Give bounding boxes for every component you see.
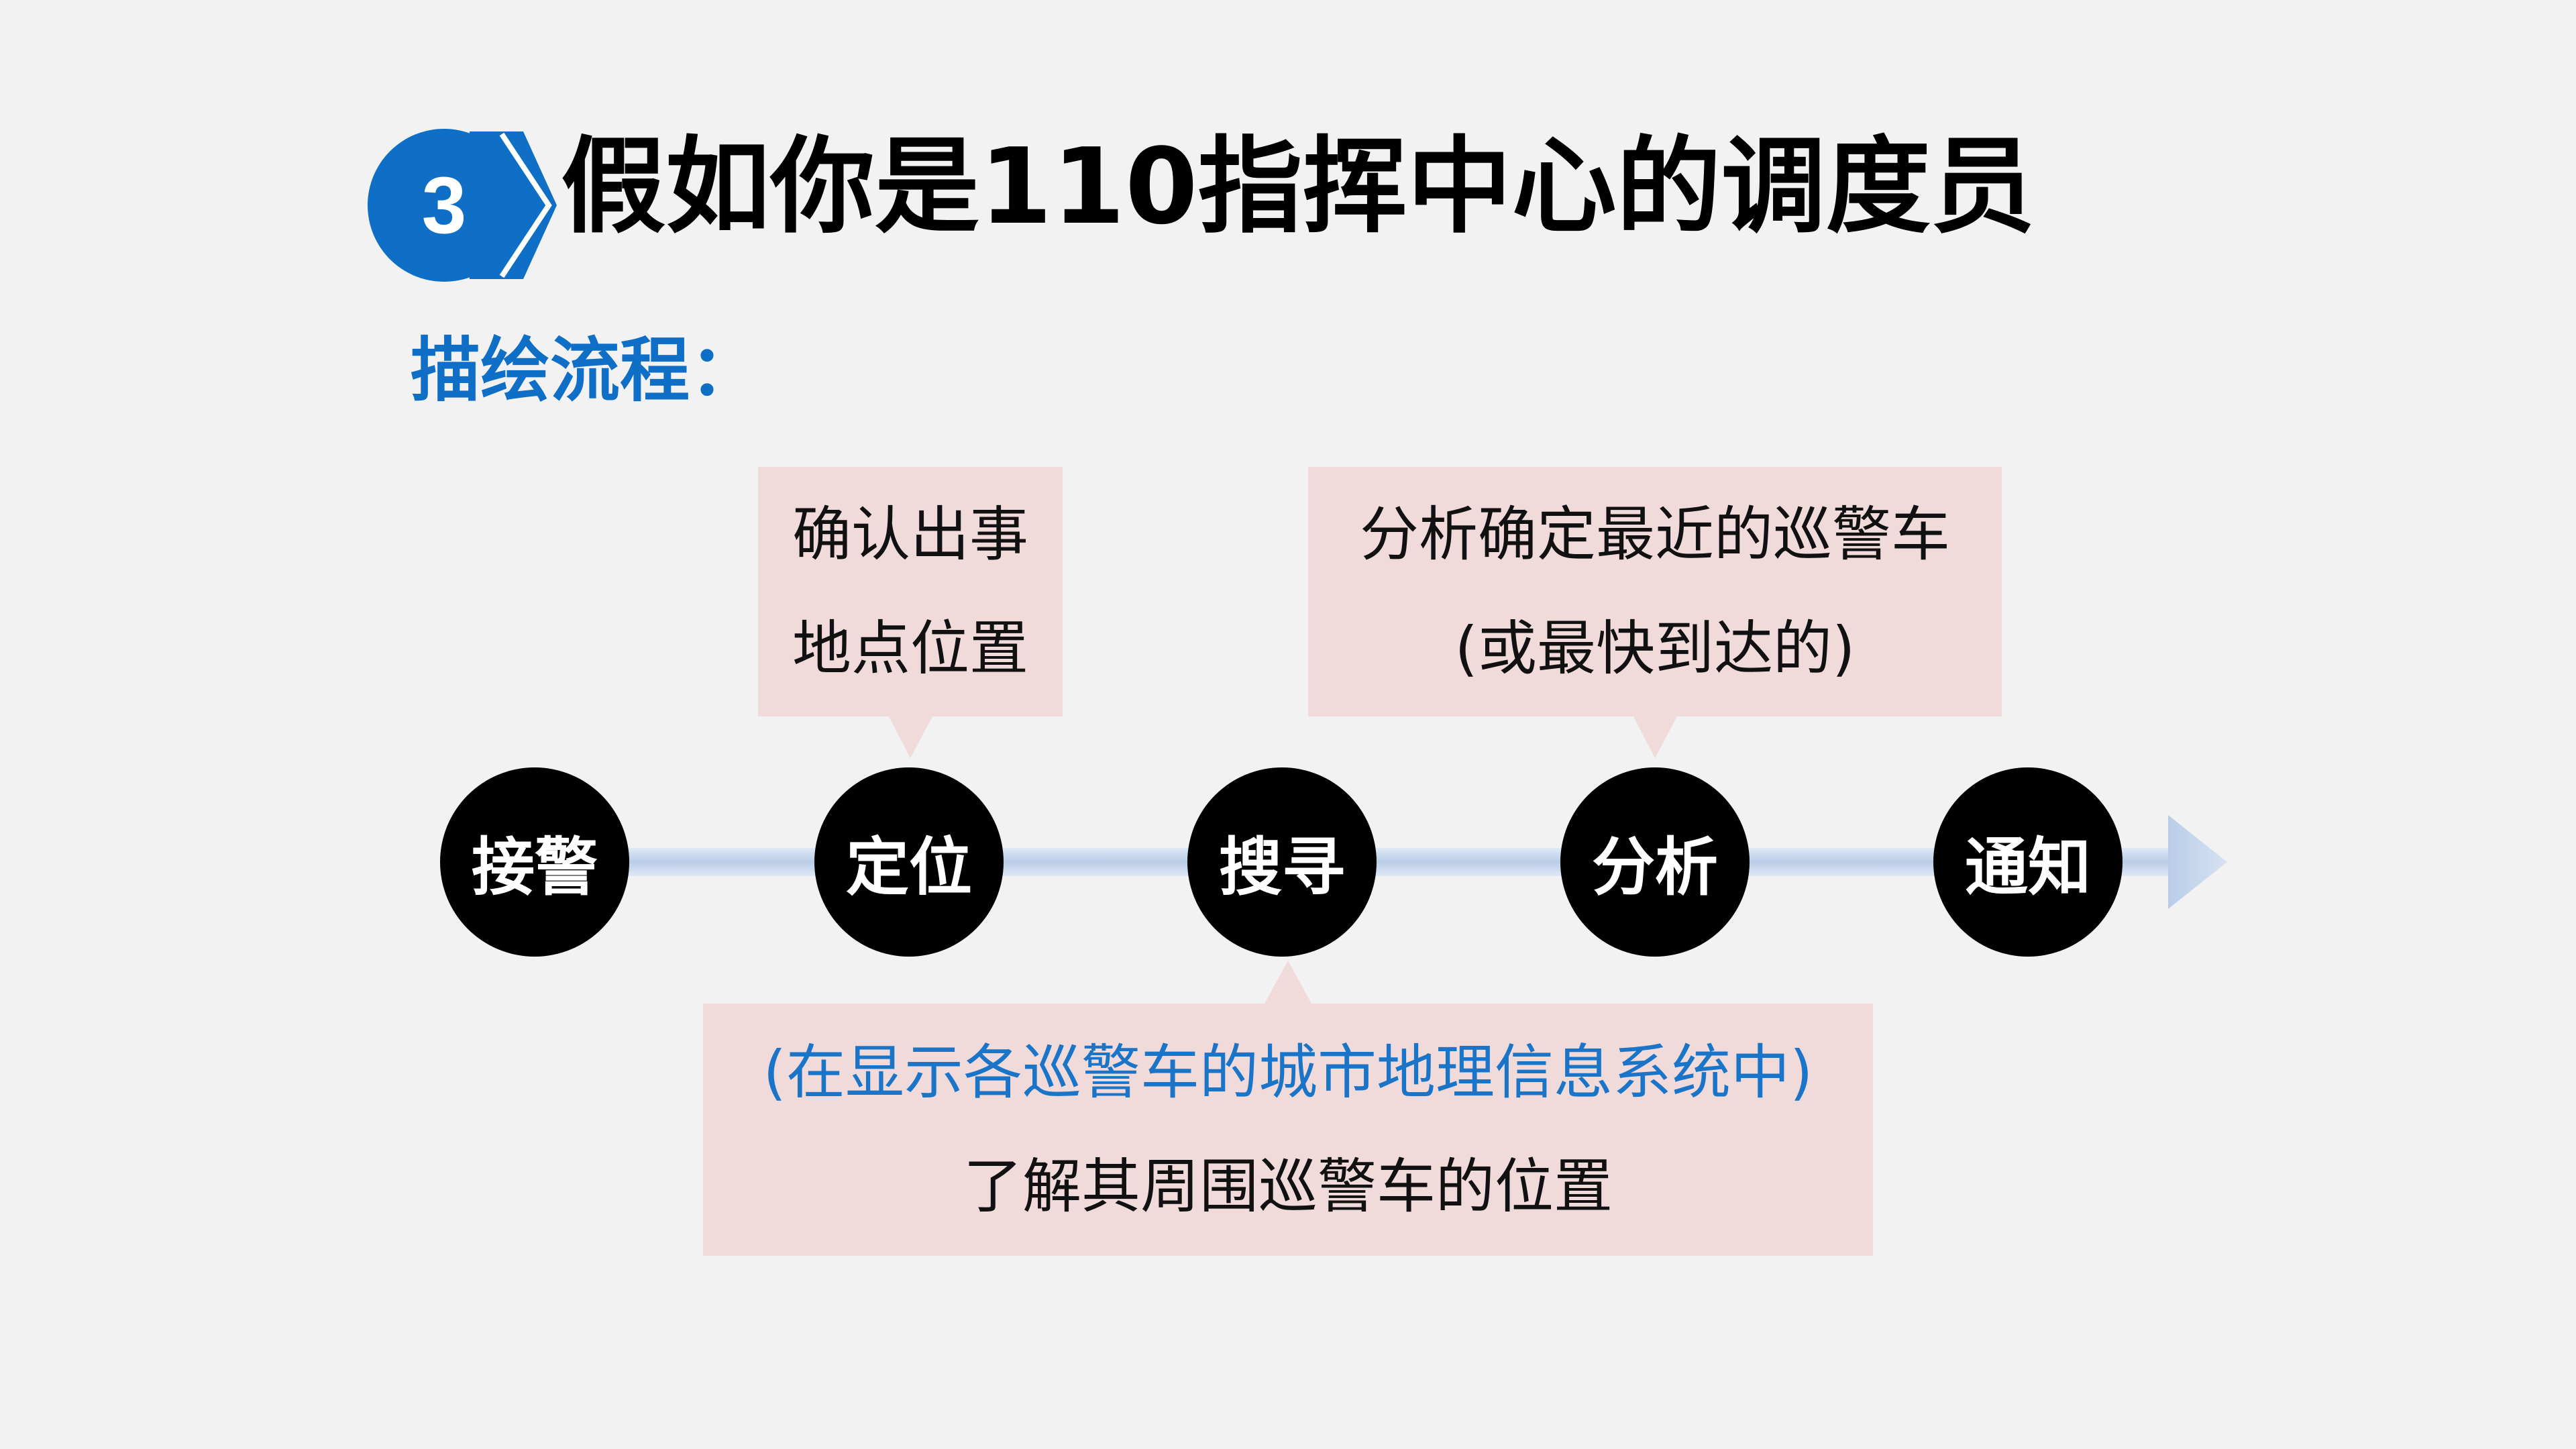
step-label: 定位 [845,831,972,904]
callout-locate-line-1: 确认出事 [792,500,1028,569]
callout-analyze-pointer [1633,716,1677,758]
step-node-3: 搜寻 [1187,767,1377,957]
section-number: 3 [421,160,467,250]
callout-locate: 确认出事 地点位置 [758,467,1063,716]
step-node-1: 接警 [440,767,629,957]
step-label: 分析 [1591,831,1718,904]
step-node-2: 定位 [814,767,1004,957]
callout-locate-line-2: 地点位置 [792,614,1028,683]
section-subtitle: 描绘流程： [411,329,760,411]
step-label: 接警 [471,831,598,904]
callout-analyze: 分析确定最近的巡警车 (或最快到达的) [1308,467,2002,716]
timeline-arrowhead [2168,815,2227,909]
step-node-4: 分析 [1560,767,1750,957]
callout-locate-pointer [889,716,932,758]
badge-shape [368,129,557,282]
step-label: 通知 [1964,831,2091,904]
callout-analyze-line-1: 分析确定最近的巡警车 [1359,500,1950,569]
callout-search: (在显示各巡警车的城市地理信息系统中) 了解其周围巡警车的位置 [703,1004,1873,1256]
step-node-5: 通知 [1933,767,2123,957]
section-number-badge: 3 [368,125,555,286]
step-label: 搜寻 [1218,831,1345,904]
callout-analyze-line-2: (或最快到达的) [1454,614,1856,683]
page-title: 假如你是110指挥中心的调度员 [561,125,2035,248]
callout-search-line-1: (在显示各巡警车的城市地理信息系统中) [763,1038,1813,1107]
callout-search-pointer [1265,961,1311,1004]
callout-search-line-2: 了解其周围巡警车的位置 [963,1152,1613,1221]
